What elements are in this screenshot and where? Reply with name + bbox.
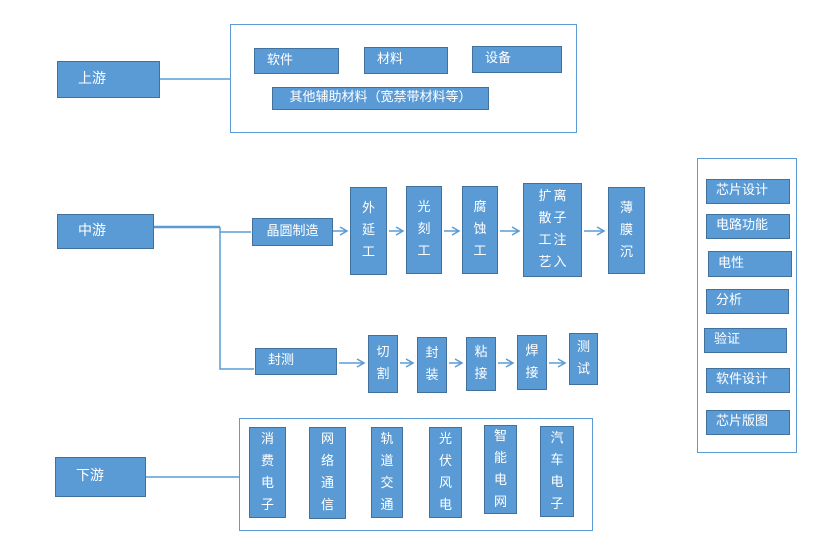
node-network-communications-label: 网 络 通 信 [320,432,334,513]
panel-chip-layout: 芯片版图 [706,410,790,435]
node-other-auxiliary-materials: 其他辅助材料（宽禁带材料等） [272,87,489,110]
node-automotive-electronics: 汽 车 电 子 [540,426,574,517]
step-bonding-label: 粘 接 [474,345,488,382]
step-welding-label: 焊 接 [525,343,539,381]
step-dicing: 切 割 [368,335,398,393]
step-thin-film-deposition: 薄 膜 沉 [608,187,645,274]
step-testing-label: 测 试 [576,340,590,377]
node-network-communications: 网 络 通 信 [309,427,346,519]
panel-analysis: 分析 [706,289,789,314]
node-smart-grid: 智 能 电 网 [484,425,517,514]
panel-circuit-function: 电路功能 [706,214,790,239]
node-materials: 材料 [364,47,448,74]
step-epitaxy-label: 外 延 工 [361,201,375,260]
design-panel-container: 芯片设计 电路功能 电性 分析 验证 软件设计 芯片版图 [697,158,797,453]
panel-software-design: 软件设计 [706,368,790,393]
step-dicing-label: 切 割 [376,345,390,382]
step-epitaxy: 外 延 工 [350,187,387,275]
upstream-container: 软件 材料 设备 其他辅助材料（宽禁带材料等） [230,24,577,133]
downstream-container: 消 费 电 子 网 络 通 信 轨 道 交 通 光 伏 风 电 智 能 电 网 … [239,418,593,531]
node-automotive-electronics-label: 汽 车 电 子 [550,430,564,512]
panel-verification: 验证 [704,328,787,353]
step-lithography: 光 刻 工 [406,186,442,274]
node-smart-grid-label: 智 能 电 网 [493,428,507,510]
node-consumer-electronics: 消 费 电 子 [249,427,286,518]
node-wafer-manufacturing: 晶圆制造 [252,218,333,246]
panel-electrical-properties: 电性 [708,251,792,277]
step-thin-film-label: 薄 膜 沉 [619,200,633,260]
step-testing: 测 试 [569,333,598,385]
step-diffusion-label: 扩 散 工 艺 [538,189,552,270]
step-welding: 焊 接 [517,335,547,390]
step-packaging: 封 装 [417,337,447,393]
step-etching-label: 腐 蚀 工 [473,200,487,259]
step-bonding: 粘 接 [466,337,496,391]
node-rail-transit: 轨 道 交 通 [371,427,403,518]
step-lithography-label: 光 刻 工 [417,200,431,259]
step-ion-implant-label: 离 子 注 入 [553,189,567,270]
stage-downstream: 下游 [55,457,146,497]
stage-upstream: 上游 [57,61,160,98]
node-pv-wind-power-label: 光 伏 风 电 [438,431,452,513]
step-diffusion-ion-implant: 扩 散 工 艺 离 子 注 入 [523,183,582,277]
node-rail-transit-label: 轨 道 交 通 [380,431,394,513]
step-packaging-label: 封 装 [425,346,439,383]
node-consumer-electronics-label: 消 费 电 子 [260,431,274,513]
step-etching: 腐 蚀 工 [462,186,498,274]
panel-chip-design: 芯片设计 [706,179,790,204]
node-packaging-testing: 封测 [255,348,337,375]
node-pv-wind-power: 光 伏 风 电 [429,427,462,518]
node-equipment: 设备 [472,46,562,73]
node-software: 软件 [254,48,339,74]
midstream-branch-package [219,227,254,370]
stage-midstream: 中游 [57,214,154,249]
